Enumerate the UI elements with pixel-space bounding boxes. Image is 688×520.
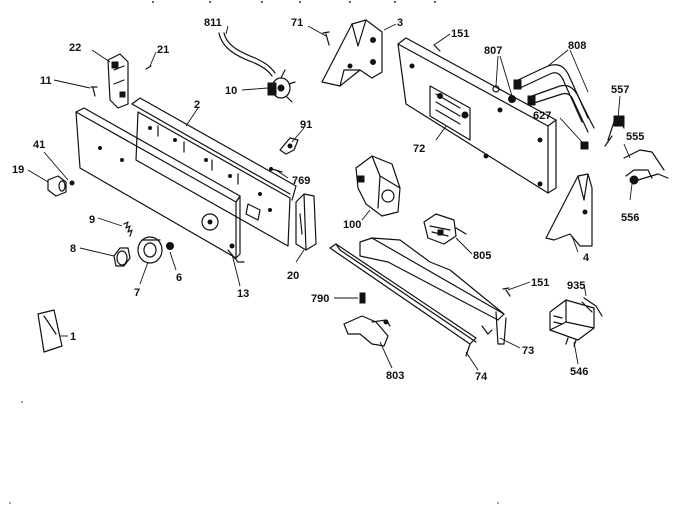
part-10-switch (267, 69, 296, 103)
part-769-screw (269, 167, 283, 173)
callout-4: 4 (583, 252, 590, 264)
callout-556: 556 (621, 212, 639, 224)
callout-805: 805 (473, 250, 491, 262)
callout-1: 1 (70, 331, 76, 343)
callout-627: 627 (533, 110, 551, 122)
part-4-end-bracket (545, 173, 593, 247)
callout-100: 100 (343, 219, 361, 231)
part-555-wire (623, 149, 665, 171)
part-557-valve (604, 115, 625, 147)
part-807-grommets (492, 85, 516, 103)
part-8-knob (113, 247, 131, 267)
callout-20: 20 (287, 270, 299, 282)
part-41-clip (69, 180, 75, 186)
callout-6: 6 (176, 272, 182, 284)
part-22-end-cap (107, 53, 129, 109)
callout-151: 151 (451, 28, 469, 40)
part-21-screw (145, 65, 152, 70)
callout-9: 9 (89, 214, 95, 226)
callout-41: 41 (33, 139, 45, 151)
callout-11: 11 (40, 75, 52, 87)
scan-specks (9, 1, 499, 504)
part-71-screw (322, 31, 330, 46)
part-72-back-panel (397, 37, 557, 194)
part-151-screw-top (433, 44, 441, 52)
callout-19: 19 (12, 164, 24, 176)
callout-803: 803 (386, 370, 404, 382)
callout-91: 91 (300, 119, 312, 131)
callout-935: 935 (567, 280, 585, 292)
callout-8: 8 (70, 243, 76, 255)
part-627-fitting (580, 141, 589, 150)
callout-807: 807 (484, 45, 502, 57)
part-91-clip (279, 137, 299, 155)
part-805-switch (423, 213, 467, 245)
part-935-wire (581, 297, 603, 317)
part-556-sensor (625, 169, 669, 185)
part-1-literature (37, 309, 63, 353)
callout-22: 22 (69, 42, 81, 54)
part-151-screw-bottom (502, 287, 511, 297)
part-74-lower-panel (329, 243, 477, 357)
callout-labels: 811 71 3 151 807 808 22 21 11 10 2 557 6… (12, 17, 644, 383)
part-811-hose (218, 32, 276, 77)
callout-3: 3 (397, 17, 403, 29)
callout-74: 74 (475, 371, 488, 383)
callout-546: 546 (570, 366, 588, 378)
part-546-harness (549, 299, 595, 347)
leader-lines (27, 23, 633, 371)
part-100-timer (355, 155, 401, 217)
part-20-trim (295, 193, 317, 251)
callout-2: 2 (194, 99, 200, 111)
part-6-nut (166, 242, 174, 250)
callout-811: 811 (204, 17, 222, 29)
callout-151-lower: 151 (531, 277, 549, 289)
callout-769: 769 (292, 175, 310, 187)
part-3-end-bracket (321, 19, 383, 87)
callout-71: 71 (291, 17, 303, 29)
part-9-spring (123, 221, 133, 237)
part-2-panel-frame (131, 97, 297, 247)
callout-555: 555 (626, 131, 644, 143)
part-7-dial (137, 236, 163, 264)
callout-10: 10 (225, 85, 237, 97)
callout-13: 13 (237, 288, 249, 300)
callout-21: 21 (157, 44, 169, 56)
part-803-latch (343, 315, 391, 347)
part-11-screw (90, 86, 98, 97)
callout-790: 790 (311, 293, 329, 305)
callout-73: 73 (522, 345, 534, 357)
part-73-rail (359, 237, 507, 345)
callout-557: 557 (611, 84, 629, 96)
callout-808: 808 (568, 40, 586, 52)
callout-72: 72 (413, 143, 425, 155)
part-13-front-panel (75, 107, 245, 263)
callout-7: 7 (134, 287, 140, 299)
part-790-spring (359, 292, 366, 304)
part-19-knob (47, 175, 67, 197)
